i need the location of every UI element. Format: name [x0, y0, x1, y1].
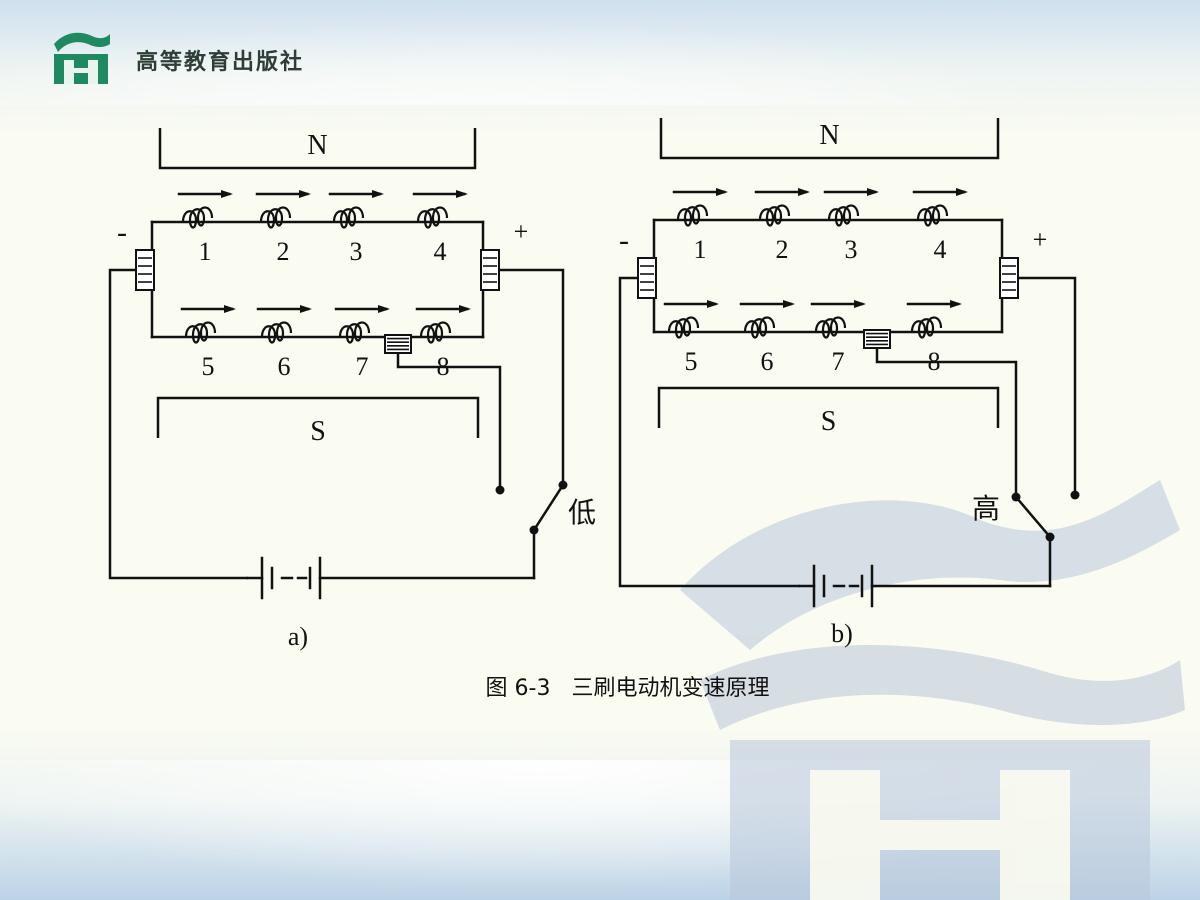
diagram-b-coil-3 — [827, 204, 860, 227]
diagram-b-north-label: N — [819, 120, 839, 151]
diagram-a-coil-5 — [184, 321, 217, 344]
diagram-b-minus-label: - — [619, 224, 629, 257]
diagram-b-current-arrow-7-head — [854, 300, 866, 308]
diagram-a-coil-8 — [419, 321, 452, 344]
diagram-b-current-arrow-5-head — [707, 300, 719, 308]
figure-number: 图 6-3 — [485, 676, 551, 701]
diagram-a-south-label: S — [310, 416, 326, 447]
diagram-a-coil-4 — [416, 206, 449, 229]
diagram-b-current-arrow-1-head — [716, 188, 728, 196]
figure-caption: 图 6-3 三刷电动机变速原理 — [0, 670, 1200, 702]
diagram-b-negative-wire — [618, 276, 800, 588]
diagram-a-current-arrow-1-head — [221, 190, 233, 198]
diagram-b-plus-label: + — [1033, 225, 1048, 254]
diagram-b-current-arrow-6-head — [783, 300, 795, 308]
diagram-b-positive-wire — [1018, 276, 1077, 495]
diagram-b-north-pole — [659, 118, 1000, 160]
diagram-a-third-brush — [384, 334, 412, 354]
diagram-b-coil-8 — [910, 316, 943, 339]
diagram-b-current-arrow-2-head — [798, 188, 810, 196]
diagram-b-switch-label: 高 — [972, 493, 1000, 525]
diagram-a-current-arrow-4-head — [456, 190, 468, 198]
diagram-b-coil-number-5: 5 — [685, 347, 698, 376]
diagram-a-current-arrow-5-head — [224, 305, 236, 313]
diagram-b-coil-4 — [916, 204, 949, 227]
diagram-a-current-arrow-2-head — [299, 190, 311, 198]
diagram-a-coil-number-4: 4 — [434, 237, 447, 266]
header-background — [0, 0, 1200, 105]
diagram-b-switch-blade — [1014, 495, 1052, 539]
diagram-b-coil-number-2: 2 — [776, 235, 789, 264]
diagram-b-current-arrow-3-head — [867, 188, 879, 196]
diagram-a-negative-brush — [135, 249, 155, 291]
diagram-a-coil-number-3: 3 — [350, 237, 363, 266]
diagram-b-coil-2 — [758, 204, 791, 227]
book-building-logo-icon — [54, 32, 110, 84]
diagram-a-current-arrow-8-head — [459, 305, 471, 313]
diagram-b-coil-number-1: 1 — [694, 235, 707, 264]
watermark-emblem — [680, 480, 1185, 900]
diagram-b-third-brush-wire — [875, 348, 1018, 497]
diagram-a-current-arrow-3-head — [372, 190, 384, 198]
diagram-b-sublabel: b) — [831, 619, 853, 648]
diagram-b-south-pole — [657, 386, 1000, 428]
diagram-a-positive-wire — [499, 268, 565, 485]
diagram-a-south-pole — [156, 396, 480, 438]
diagram-a-coil-3 — [332, 206, 365, 229]
diagram-b-third-brush — [863, 329, 891, 349]
diagram-a-sublabel: a) — [288, 622, 308, 651]
diagram-b-coil-5 — [667, 316, 700, 339]
diagram-a-north-label: N — [307, 130, 327, 161]
diagram-a-current-arrow-7-head — [378, 305, 390, 313]
diagram-b-coil-number-7: 7 — [832, 347, 845, 376]
diagram-a-coil-7 — [338, 321, 371, 344]
diagram-a-current-arrow-6-head — [300, 305, 312, 313]
diagram-b-south-label: S — [821, 406, 837, 437]
diagram-b-current-arrow-4-head — [956, 188, 968, 196]
diagram-b-coil-1 — [676, 204, 709, 227]
diagram-a-coil-6 — [260, 321, 293, 344]
publisher-name: 高等教育出版社 — [136, 49, 305, 75]
diagram-a-switch-label: 低 — [568, 497, 596, 529]
diagram-a-switch-blade — [532, 483, 565, 532]
diagram-b-positive-brush — [999, 257, 1019, 299]
diagram-a-coil-number-5: 5 — [202, 352, 215, 381]
diagram-a-north-pole — [158, 128, 477, 170]
diagram-b-coil-number-4: 4 — [934, 235, 947, 264]
diagram-b-coil-7 — [814, 316, 847, 339]
diagram-a-coil-1 — [181, 206, 214, 229]
diagram-b-coil-6 — [743, 316, 776, 339]
diagram-a-plus-label: + — [514, 217, 529, 246]
diagram-a-third-brush-wire — [396, 353, 502, 490]
diagram-b-coil-number-6: 6 — [761, 347, 774, 376]
diagram-a-negative-wire — [108, 268, 248, 580]
diagram-b-current-arrow-8-head — [950, 300, 962, 308]
diagram-a-coil-2 — [259, 206, 292, 229]
diagram-b-negative-brush — [637, 257, 657, 299]
diagram-a-coil-number-7: 7 — [356, 352, 369, 381]
diagram-a-coil-number-1: 1 — [199, 237, 212, 266]
diagram-a-third-contact — [495, 485, 505, 495]
diagram-b-coil-number-3: 3 — [845, 235, 858, 264]
diagram-b-positive-contact — [1070, 490, 1080, 500]
diagram-a-positive-brush — [480, 249, 500, 291]
diagram-a-coil-number-6: 6 — [278, 352, 291, 381]
diagram-a-coil-number-2: 2 — [277, 237, 290, 266]
figure-title: 三刷电动机变速原理 — [571, 676, 770, 701]
diagram-a-minus-label: - — [117, 216, 127, 249]
